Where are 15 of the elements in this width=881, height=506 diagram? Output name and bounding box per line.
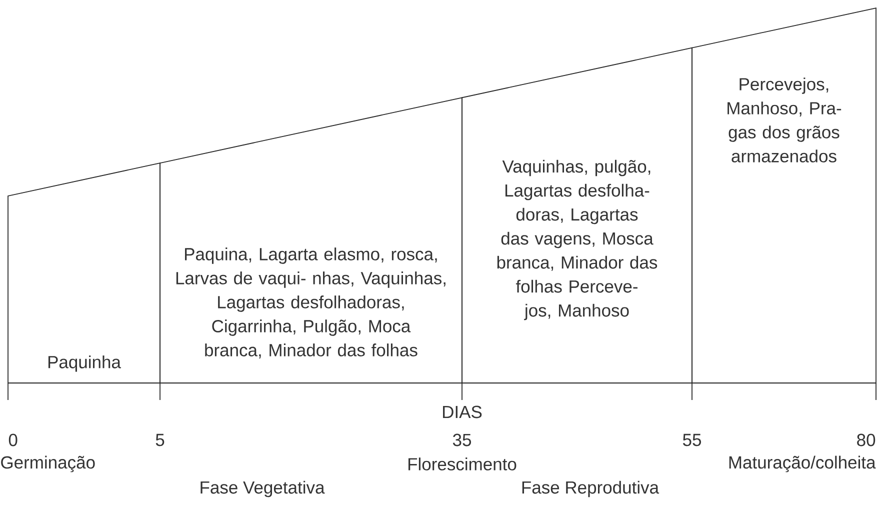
tick-label: 55 — [682, 434, 701, 446]
phase-label: Fase Reprodutiva — [522, 480, 660, 498]
tick-label: 80 — [857, 434, 876, 446]
column-box: Vaquinhas, pulgão, Lagartas desfolha- doras, Lagartas das vagens, Mosca branca, Minador das folhas Perceve- jos, Manhoso — [462, 47, 692, 384]
column-box: Percevejos, Manhoso, Pra- gas dos grãos armazenados — [692, 7, 876, 384]
axis-title: DIAS — [443, 406, 482, 418]
stage-label: Florescimento — [408, 458, 516, 470]
tick-label: 0 — [8, 434, 18, 446]
phase-label: Fase Vegetativa — [200, 480, 325, 498]
column-box: Paquinha — [8, 162, 160, 384]
tick-label: 35 — [452, 434, 471, 446]
tick-label: 5 — [156, 434, 164, 446]
stage-label: Maturação/colheita — [729, 456, 876, 472]
stage-label: Germinação — [1, 456, 95, 472]
column-box: Paquina, Lagarta elasmo, rosca, Larvas de vaqui- nhas, Vaquinhas, Lagartas desfolhadoras, Cigarrinha, Pulgão, Moca branca, Minador das folhas — [160, 97, 462, 384]
